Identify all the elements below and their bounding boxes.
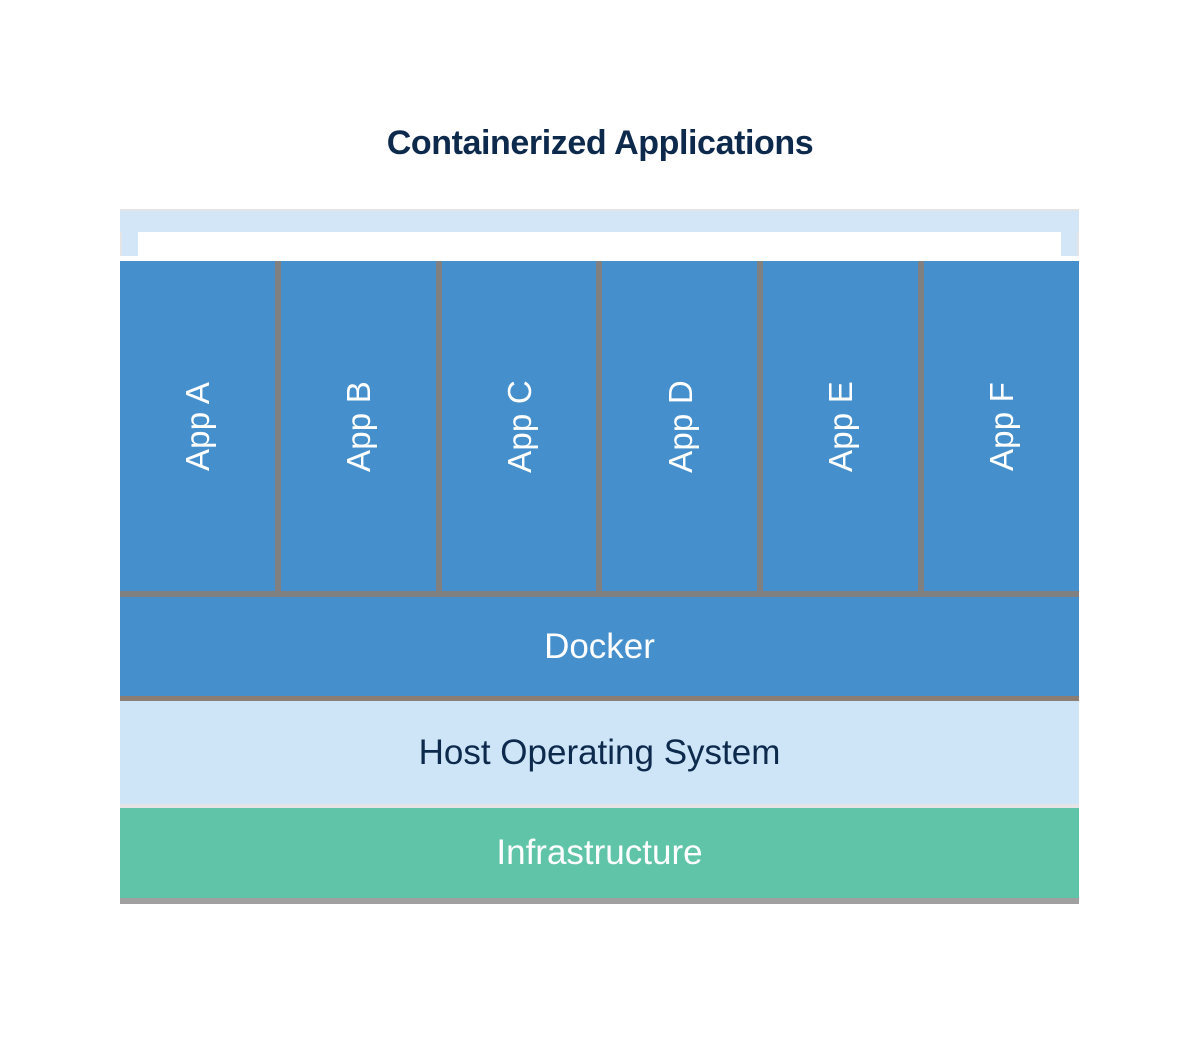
layer-infrastructure[interactable]: Infrastructure — [120, 808, 1079, 904]
bracket-leg-right — [1061, 232, 1079, 256]
layer-docker[interactable]: Docker — [120, 597, 1079, 701]
layer-host-operating-system[interactable]: Host Operating System — [120, 701, 1079, 808]
app-box-f[interactable]: App F — [924, 261, 1079, 591]
containerized-applications-bracket — [120, 209, 1079, 256]
bracket-leg-left — [120, 232, 138, 256]
app-box-label: App A — [178, 381, 216, 471]
app-box-b[interactable]: App B — [280, 261, 436, 591]
page-title: Containerized Applications — [386, 124, 814, 162]
app-box-label: App F — [983, 381, 1021, 471]
app-box-e[interactable]: App E — [763, 261, 919, 591]
app-box-label: App E — [822, 380, 860, 472]
bracket-top-bar — [120, 209, 1079, 232]
app-box-c[interactable]: App C — [441, 261, 597, 591]
app-box-a[interactable]: App A — [120, 261, 275, 591]
app-box-label: App D — [661, 379, 699, 473]
app-box-label: App C — [500, 379, 538, 473]
app-box-label: App B — [339, 380, 377, 472]
application-row: App A App B App C App D App E App F — [120, 261, 1079, 597]
architecture-stack: App A App B App C App D App E App F Dock… — [120, 261, 1079, 904]
app-box-d[interactable]: App D — [602, 261, 758, 591]
